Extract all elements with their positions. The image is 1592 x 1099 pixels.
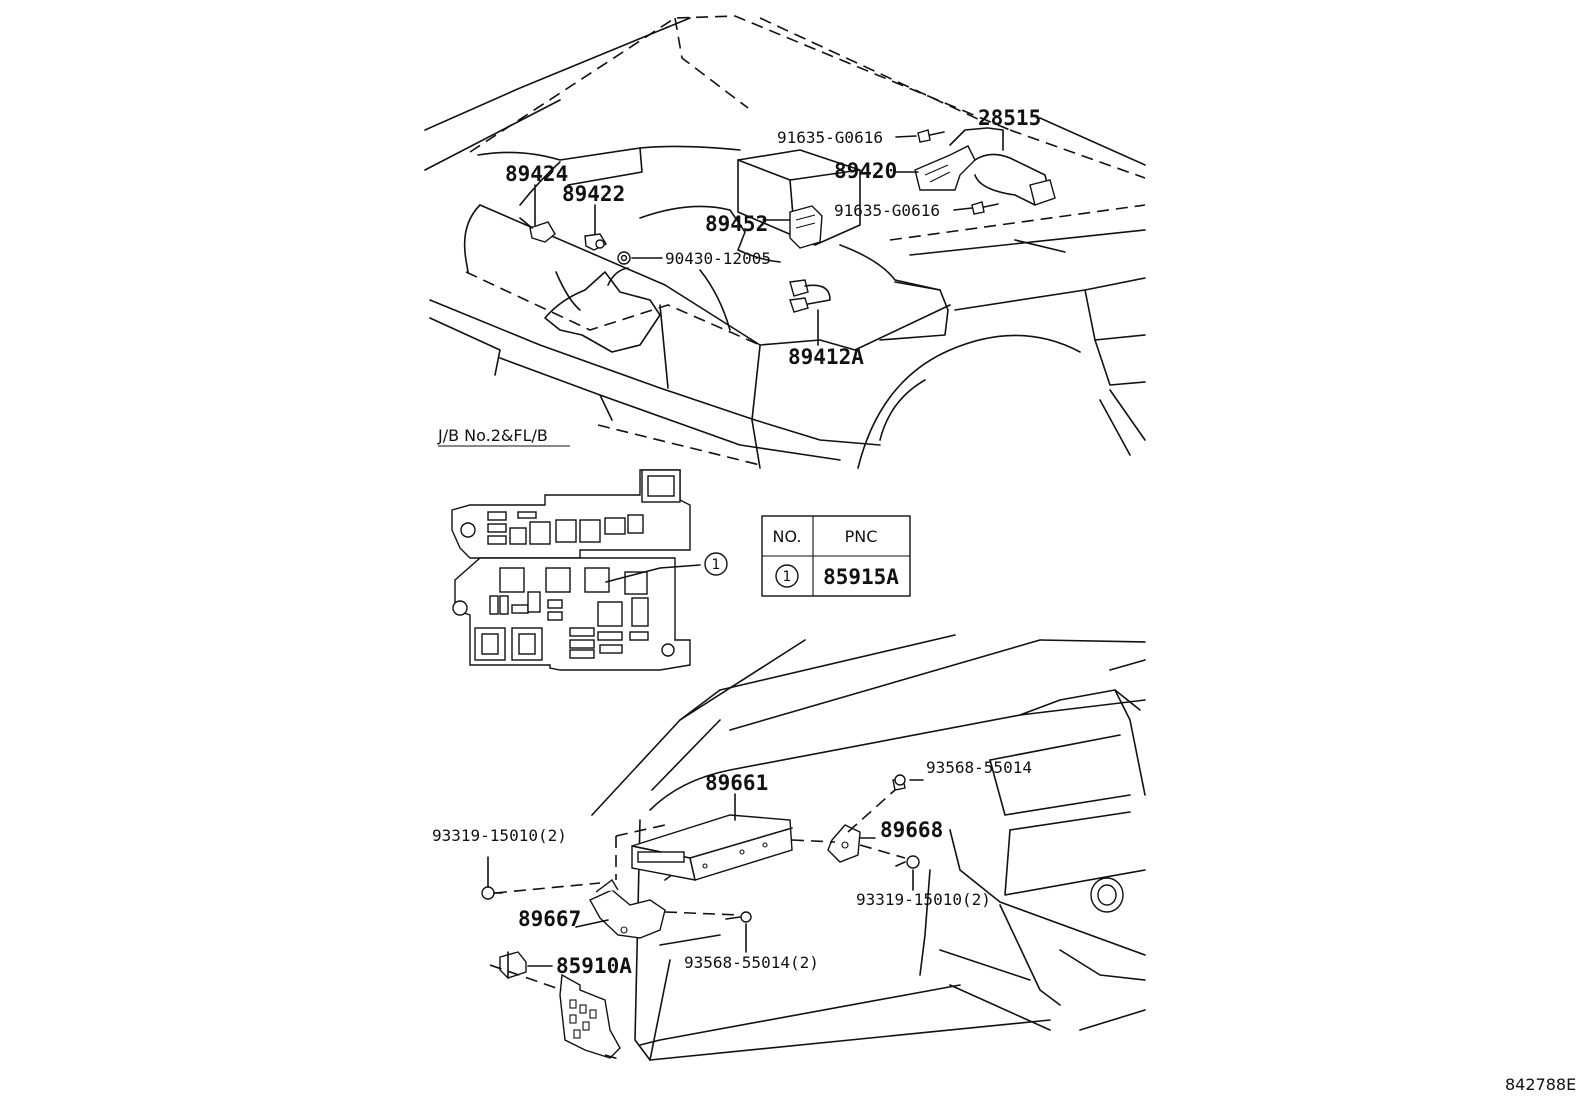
part-label-89424: 89424 (505, 162, 568, 186)
junction-block-callout: 1 (712, 557, 721, 573)
top-leader-lines (534, 127, 1004, 346)
pnc-table-header-pnc: PNC (845, 527, 878, 546)
top-labels: 28515 91635-G0616 89420 91635-G0616 8942… (505, 106, 1041, 369)
part-label-85910a: 85910A (556, 954, 632, 978)
part-label-89420: 89420 (834, 159, 897, 183)
part-label-90430: 90430-12005 (665, 249, 771, 268)
part-label-89422: 89422 (562, 182, 625, 206)
part-label-28515: 28515 (978, 106, 1041, 130)
bottom-labels: 89661 93568-55014 89668 93319-15010(2) 9… (432, 758, 1032, 978)
part-label-93568-b: 93568-55014(2) (684, 953, 819, 972)
top-components (519, 129, 1056, 313)
dashboard-illustration (591, 634, 1146, 1061)
pnc-table: NO. PNC 1 85915A (761, 515, 911, 597)
engine-bay-illustration (424, 15, 1146, 469)
part-label-93319-a: 93319-15010(2) (432, 826, 567, 845)
bottom-leader-lines (487, 779, 924, 1061)
part-label-89667: 89667 (518, 907, 581, 931)
part-label-89668: 89668 (880, 818, 943, 842)
part-label-93568-a: 93568-55014 (926, 758, 1032, 777)
pnc-table-row-pnc: 85915A (823, 565, 899, 589)
part-label-91635-a: 91635-G0616 (777, 128, 883, 147)
junction-block-title: J/B No.2&FL/B (437, 426, 548, 445)
pnc-table-header-no: NO. (773, 527, 802, 546)
part-label-93319-b: 93319-15010(2) (856, 890, 991, 909)
part-label-91635-b: 91635-G0616 (834, 201, 940, 220)
junction-block-section: J/B No.2&FL/B (437, 426, 728, 671)
part-label-89412a: 89412A (788, 345, 864, 369)
pnc-table-row-no: 1 (783, 569, 792, 585)
part-label-89452: 89452 (705, 212, 768, 236)
part-label-89661: 89661 (705, 771, 768, 795)
bottom-components (481, 774, 920, 1059)
figure-id: 842788E (1505, 1075, 1576, 1094)
